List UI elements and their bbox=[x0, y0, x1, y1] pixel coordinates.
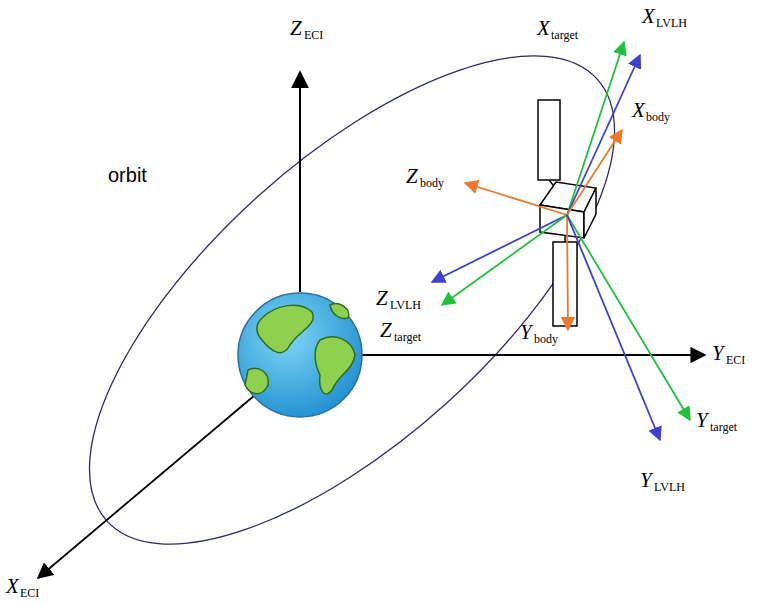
y-target-axis bbox=[567, 215, 690, 420]
z-lvlh-axis bbox=[432, 215, 567, 282]
x-eci-axis bbox=[38, 395, 255, 578]
axis-letter: X bbox=[537, 18, 550, 39]
orbit-ellipse bbox=[13, 0, 691, 606]
axis-subscript: ECI bbox=[20, 587, 39, 599]
axis-subscript: body bbox=[534, 333, 558, 345]
axis-letter: X bbox=[642, 6, 655, 27]
z-eci-axis bbox=[299, 72, 301, 292]
axis-subscript: body bbox=[646, 111, 670, 123]
axis-letter: Y bbox=[712, 343, 724, 364]
axis-subscript: body bbox=[420, 177, 444, 189]
axis-letter: Z bbox=[376, 288, 388, 309]
axis-subscript: LVLH bbox=[390, 299, 421, 311]
axis-subscript: ECI bbox=[304, 29, 323, 41]
axis-letter: X bbox=[632, 100, 645, 121]
z-body-axis bbox=[465, 183, 567, 215]
axis-subscript: LVLH bbox=[654, 481, 685, 493]
y-eci-axis bbox=[362, 354, 705, 356]
axis-subscript: LVLH bbox=[656, 17, 687, 29]
axis-letter: Z bbox=[406, 166, 418, 187]
axis-letter: Z bbox=[380, 320, 392, 341]
y-body-axis bbox=[567, 215, 568, 330]
z-target-axis bbox=[442, 215, 567, 305]
axis-subscript: target bbox=[710, 421, 737, 433]
axis-subscript: target bbox=[394, 331, 421, 343]
axis-letter: Y bbox=[640, 470, 652, 491]
axis-letter: Y bbox=[520, 322, 532, 343]
axis-subscript: target bbox=[551, 29, 578, 41]
y-lvlh-axis bbox=[567, 215, 660, 440]
axis-subscript: ECI bbox=[726, 354, 745, 366]
axis-letter: X bbox=[6, 576, 19, 597]
earth bbox=[238, 293, 362, 417]
x-target-axis bbox=[567, 42, 624, 215]
x-body-axis bbox=[567, 130, 622, 215]
axis-letter: Y bbox=[696, 410, 708, 431]
orbit-label: orbit bbox=[108, 165, 147, 185]
x-lvlh-axis bbox=[567, 55, 640, 215]
axis-letter: Z bbox=[290, 18, 302, 39]
